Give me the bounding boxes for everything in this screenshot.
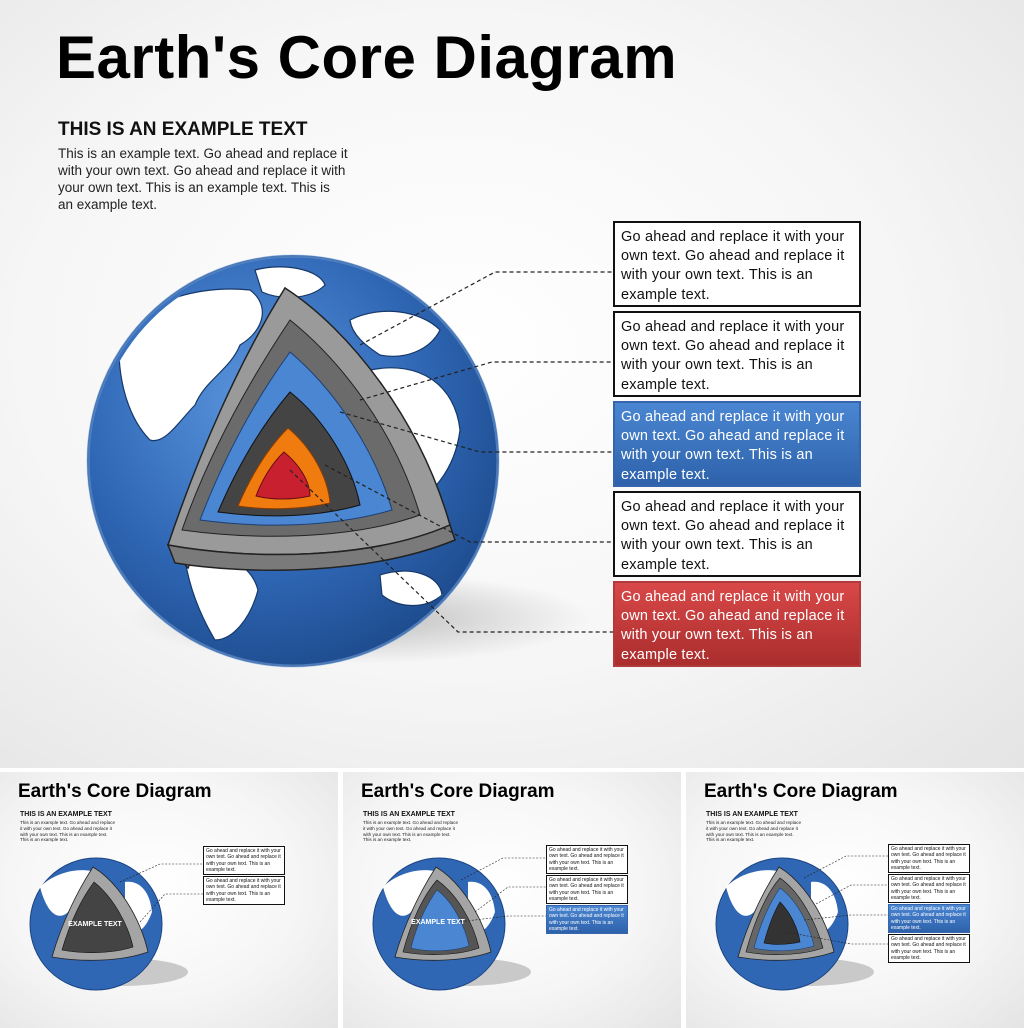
leader-line-2 [474, 886, 546, 913]
slide-title: Earth's Core Diagram [56, 24, 678, 91]
callout-box-3[interactable]: Go ahead and replace it with your own te… [613, 401, 861, 487]
continents [726, 870, 838, 933]
thumb-globe-diagram [372, 857, 546, 991]
thumb-body-text: This is an example text. Go ahead and re… [706, 820, 801, 843]
callout-box-2[interactable]: Go ahead and replace it with your own te… [613, 311, 861, 397]
thumbnail-slide-1[interactable]: Earth's Core Diagram THIS IS AN EXAMPLE … [0, 772, 338, 1028]
main-slide: Earth's Core Diagram THIS IS AN EXAMPLE … [0, 0, 1024, 768]
leader-line-2 [359, 361, 613, 401]
wedge-mantle [410, 889, 470, 952]
thumb-callout-1[interactable]: Go ahead and replace it with your own te… [203, 846, 285, 875]
thumb-callout-3[interactable]: Go ahead and replace it with your own te… [888, 904, 970, 933]
thumbnail-slide-2[interactable]: Earth's Core Diagram THIS IS AN EXAMPLE … [343, 772, 681, 1028]
thumb-callout-2[interactable]: Go ahead and replace it with your own te… [888, 874, 970, 903]
thumb-callout-4[interactable]: Go ahead and replace it with your own te… [888, 934, 970, 963]
leader-line-3 [803, 914, 888, 921]
thumb-body-text: This is an example text. Go ahead and re… [20, 820, 115, 843]
thumb-subtitle: THIS IS AN EXAMPLE TEXT [706, 811, 798, 818]
thumb-callout-1[interactable]: Go ahead and replace it with your own te… [546, 845, 628, 874]
thumbnail-slide-3[interactable]: Earth's Core Diagram THIS IS AN EXAMPLE … [686, 772, 1024, 1028]
leader-line-1 [359, 271, 613, 346]
callout-box-4[interactable]: Go ahead and replace it with your own te… [613, 491, 861, 577]
leader-line-3 [457, 915, 546, 923]
north-america-shape [118, 288, 263, 442]
thumb-callout-2[interactable]: Go ahead and replace it with your own te… [546, 875, 628, 904]
slide-body-text: This is an example text. Go ahead and re… [58, 146, 348, 212]
wedge-core [61, 881, 134, 953]
thumb-subtitle: THIS IS AN EXAMPLE TEXT [20, 811, 112, 818]
leader-line-1 [119, 863, 203, 883]
callout-box-5[interactable]: Go ahead and replace it with your own te… [613, 581, 861, 667]
slide-subtitle: THIS IS AN EXAMPLE TEXT [58, 119, 308, 140]
thumb-globe-diagram [29, 857, 203, 991]
continents [40, 870, 152, 933]
leader-line-4 [324, 464, 613, 543]
leader-line-5 [289, 469, 613, 633]
thumb-callout-1[interactable]: Go ahead and replace it with your own te… [888, 844, 970, 873]
core-wedge [166, 286, 456, 571]
wedge-core [763, 901, 801, 945]
globe-rim [86, 254, 500, 668]
leader-line-1 [460, 857, 546, 881]
leader-line-4 [785, 931, 888, 945]
leader-line-3 [339, 411, 613, 453]
continents [383, 870, 495, 933]
layer-center [255, 451, 311, 500]
thumb-body-text: This is an example text. Go ahead and re… [363, 820, 458, 843]
core-label: EXAMPLE TEXT [68, 921, 122, 928]
thumb-title: Earth's Core Diagram [18, 781, 212, 802]
thumb-title: Earth's Core Diagram [361, 781, 555, 802]
leader-lines [289, 271, 613, 633]
thumb-subtitle: THIS IS AN EXAMPLE TEXT [363, 811, 455, 818]
core-label: EXAMPLE TEXT [411, 919, 465, 926]
leader-line-2 [815, 884, 888, 905]
layer-crust-bottom [166, 523, 456, 571]
earth-core-diagram [86, 254, 613, 668]
thumb-globe-diagram [715, 855, 888, 991]
thumb-callout-3[interactable]: Go ahead and replace it with your own te… [546, 905, 628, 934]
callout-box-1[interactable]: Go ahead and replace it with your own te… [613, 221, 861, 307]
thumb-title: Earth's Core Diagram [704, 781, 898, 802]
europe-shape [349, 310, 441, 357]
greenland-shape [254, 266, 326, 298]
thumb-callout-2[interactable]: Go ahead and replace it with your own te… [203, 876, 285, 905]
leader-line-1 [803, 855, 888, 879]
